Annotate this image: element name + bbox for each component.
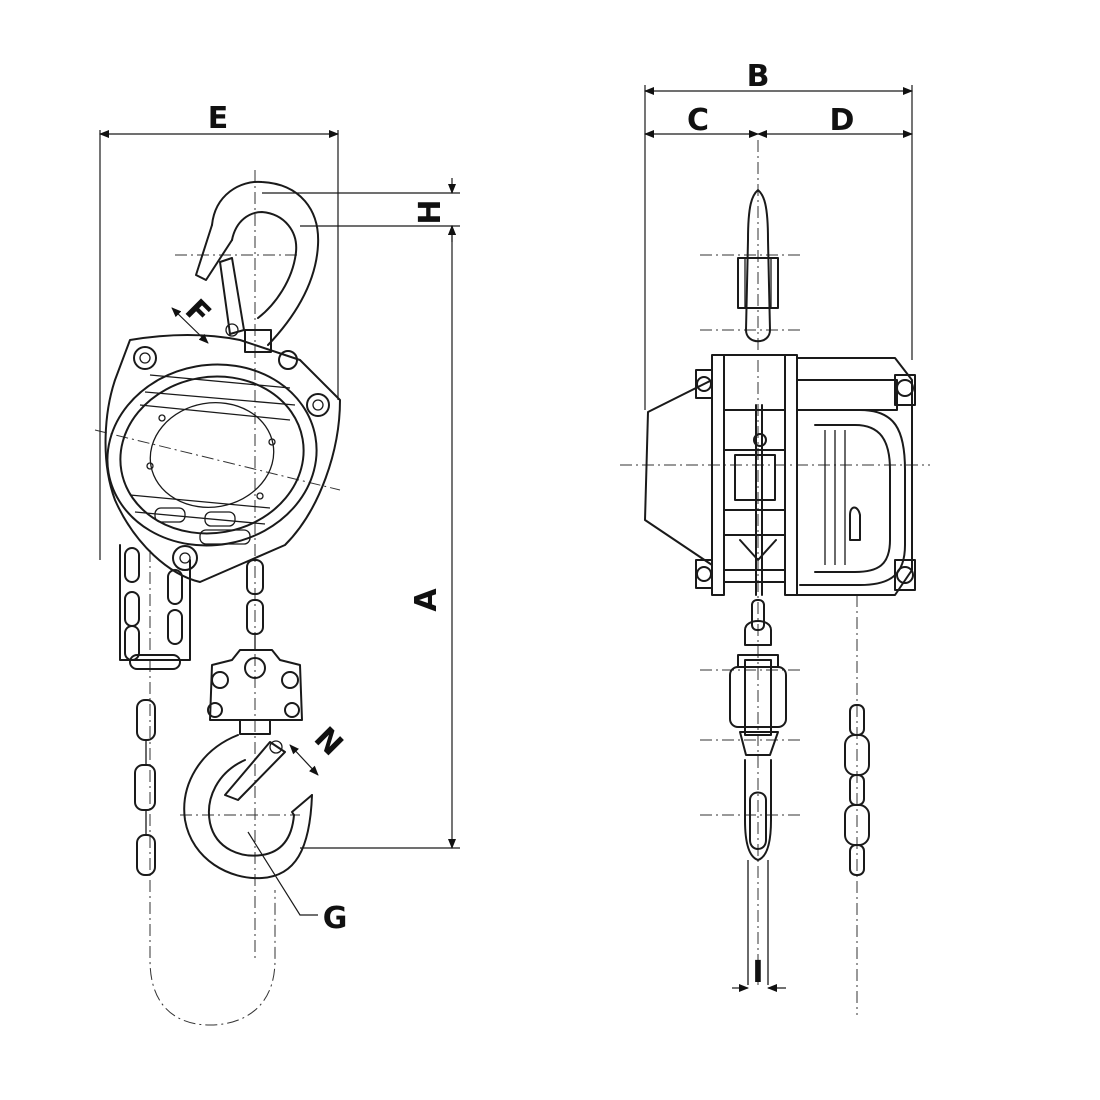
hand-chain — [119, 544, 276, 1026]
label-d: D — [830, 103, 855, 138]
label-c: C — [687, 103, 709, 138]
label-g: G — [323, 901, 348, 936]
side-plates — [711, 354, 798, 596]
dim-i: I — [732, 955, 786, 992]
dim-n: N — [289, 721, 350, 776]
front-view: B C D I — [620, 59, 930, 1015]
dim-cd: C D — [644, 103, 913, 138]
load-chain — [246, 559, 264, 650]
label-i: I — [752, 955, 763, 990]
brake-cover — [644, 379, 713, 566]
top-hook — [195, 180, 320, 353]
dim-g: G — [247, 831, 348, 936]
hand-chain-front — [844, 704, 870, 876]
side-view: E H A F N G — [94, 101, 460, 1026]
label-e: E — [208, 101, 229, 136]
label-n: N — [307, 721, 350, 764]
label-f: F — [178, 293, 217, 332]
top-hook-front — [737, 189, 779, 343]
dim-b: B — [644, 59, 913, 410]
label-h: H — [413, 199, 448, 224]
dim-h: H — [262, 178, 460, 242]
dim-e: E — [99, 101, 339, 560]
bottom-block — [207, 649, 303, 735]
bottom-hook — [183, 734, 313, 880]
label-a: A — [409, 588, 444, 612]
label-b: B — [747, 59, 770, 94]
gear-housing — [695, 357, 916, 596]
hoist-body — [104, 334, 341, 583]
dim-a: A — [300, 225, 460, 849]
bottom-hook-front — [729, 599, 787, 985]
